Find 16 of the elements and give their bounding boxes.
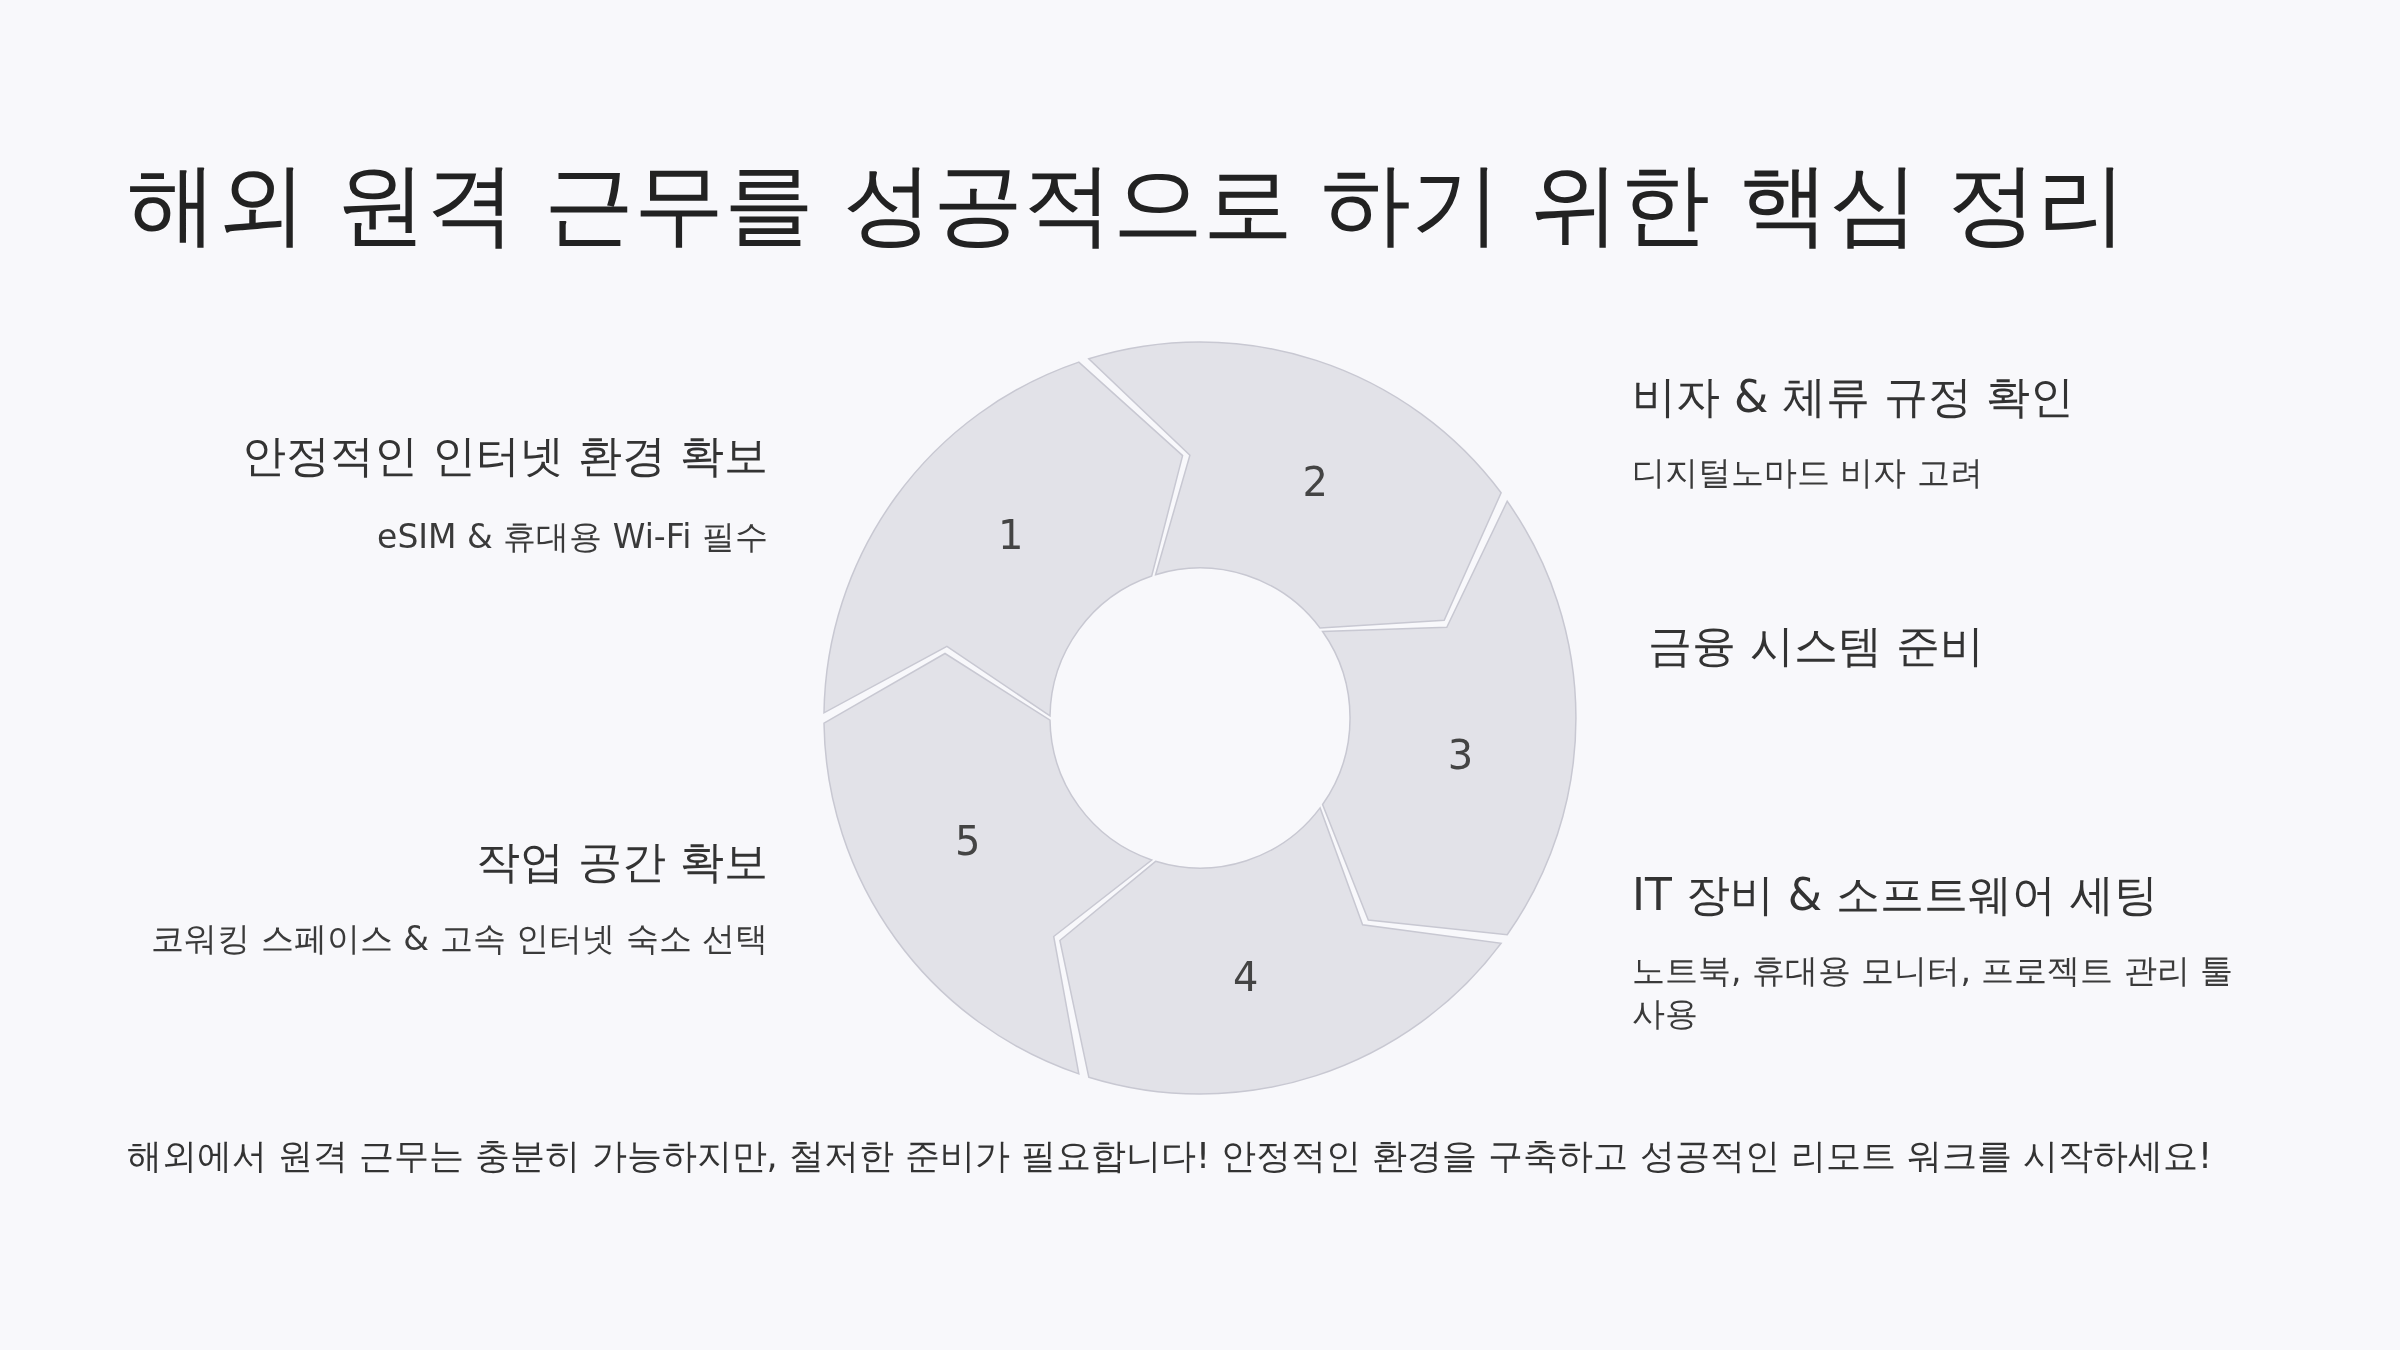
step-description: 디지털노마드 비자 고려: [1632, 452, 1983, 494]
step-number: 1: [998, 512, 1024, 559]
step-heading: 작업 공간 확보: [476, 835, 768, 889]
caption: 해외에서 원격 근무는 충분히 가능하지만, 철저한 준비가 필요합니다! 안정적인 환경을 구축하고 성공적인 리모트 워크를 시작하세요!: [127, 1135, 2213, 1178]
title: 해외 원격 근무를 성공적으로 하기 위한 핵심 정리: [127, 150, 2128, 258]
step-description: 노트북, 휴대용 모니터, 프로젝트 관리 툴 사용: [1632, 950, 2235, 1035]
step-number: 4: [1232, 954, 1259, 1000]
step-heading: 금융 시스템 준비: [1648, 619, 1984, 673]
step-heading: IT 장비 & 소프트웨어 세팅: [1632, 868, 2159, 922]
step-number: 2: [1302, 458, 1328, 505]
step-description: eSIM & 휴대용 Wi-Fi 필수: [377, 516, 768, 558]
step-heading: 안정적인 인터넷 환경 확보: [242, 429, 768, 483]
step-heading: 비자 & 체류 규정 확인: [1632, 370, 2075, 424]
step-number: 5: [955, 818, 981, 865]
step-number: 3: [1447, 731, 1474, 778]
step-description: 코워킹 스페이스 & 고속 인터넷 숙소 선택: [151, 918, 768, 960]
